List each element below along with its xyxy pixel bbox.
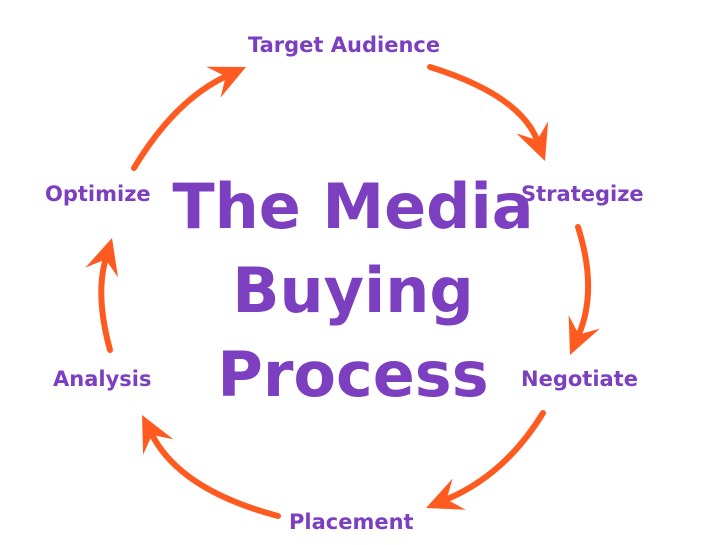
arrow-layer (85, 64, 600, 519)
arrow-negotiate-to-placement-shaft (442, 410, 546, 503)
step-optimize: Optimize (45, 182, 151, 206)
title-line-3: Process (217, 338, 489, 411)
step-strategize: Strategize (521, 182, 644, 206)
arrow-optimize-to-target-head (206, 66, 246, 98)
arrow-analysis-to-optimize-head (85, 238, 119, 278)
arrow-placement-to-analysis-shaft (148, 431, 281, 519)
arrow-strategize-to-negotiate-head (568, 315, 600, 355)
arrow-target-to-strategize-head (516, 121, 549, 161)
arrow-negotiate-to-placement-head (426, 478, 466, 510)
arrow-placement-to-analysis-head (142, 415, 174, 455)
step-placement: Placement (289, 510, 414, 534)
step-analysis: Analysis (53, 367, 152, 391)
step-target-audience: Target Audience (248, 33, 441, 57)
arrow-optimize-to-target-shaft (131, 73, 230, 171)
arrow-target-to-strategize-shaft (427, 64, 541, 144)
title-line-2: Buying (232, 254, 474, 327)
arrow-strategize-to-negotiate-shaft (575, 224, 592, 339)
title-line-1: The Media (172, 170, 534, 243)
arrow-analysis-to-optimize-shaft (98, 255, 113, 353)
step-negotiate: Negotiate (521, 367, 638, 391)
